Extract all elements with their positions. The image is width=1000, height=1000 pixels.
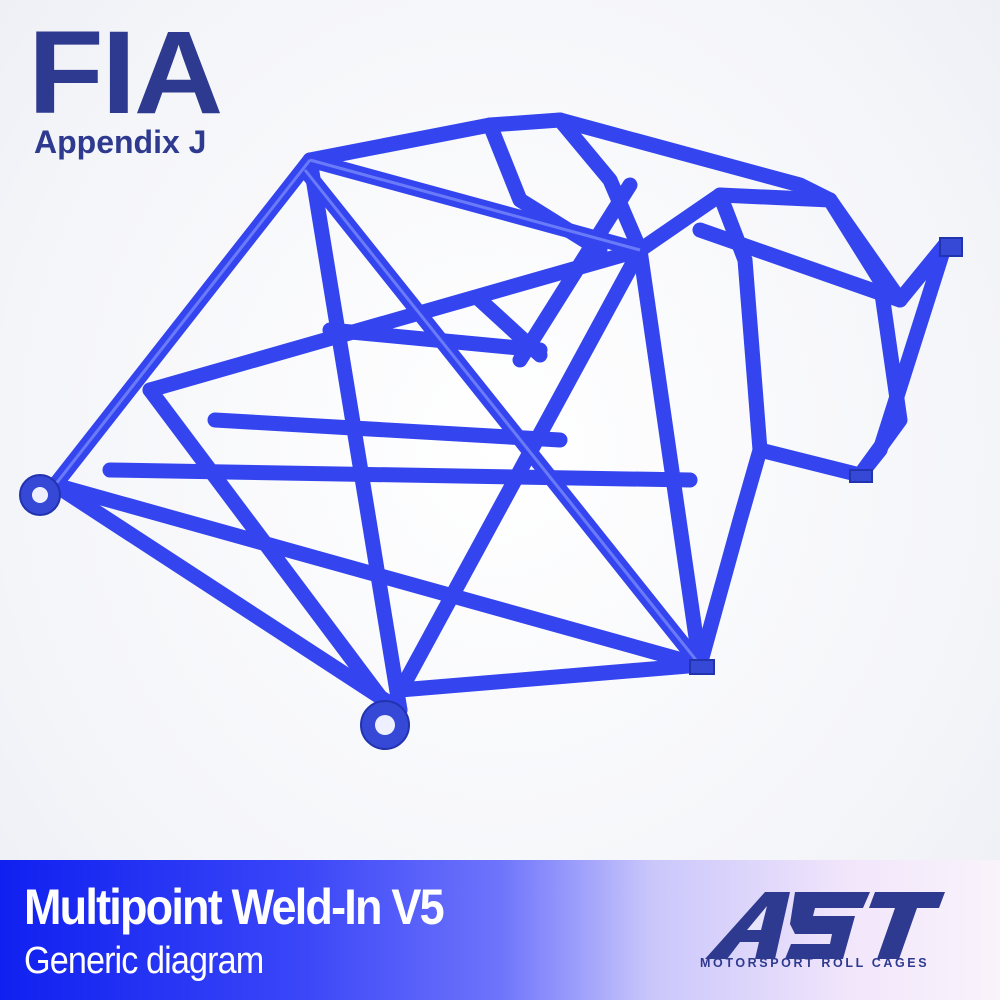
bottom-banner: Multipoint Weld-In V5 Generic diagram MO… — [0, 860, 1000, 1000]
fia-logo-text: FIA — [28, 7, 223, 139]
ast-logo — [705, 892, 945, 959]
product-subtitle: Generic diagram — [24, 940, 264, 982]
product-title: Multipoint Weld-In V5 — [24, 879, 445, 935]
roll-cage-image — [19, 112, 963, 750]
brand-tagline: MOTORSPORT ROLL CAGES — [700, 956, 930, 970]
appendix-label: Appendix J — [34, 124, 207, 160]
